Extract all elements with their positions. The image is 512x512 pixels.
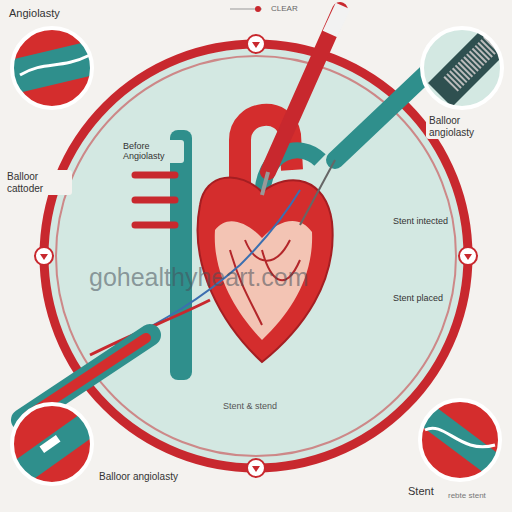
vena-cava	[170, 130, 192, 380]
top-dot	[255, 6, 261, 12]
catheter-handle	[268, 10, 340, 172]
handle-cap	[330, 6, 343, 34]
header-note: CLEAR	[268, 3, 301, 14]
inner-ring	[56, 56, 456, 456]
watermark: gohealthyheart.com	[86, 262, 312, 293]
part-label: Before Angiolasty	[120, 140, 184, 163]
main-ring	[44, 44, 468, 468]
part-label: Stent & stend	[220, 400, 280, 412]
part-label: Stent	[405, 484, 437, 499]
part-label: Stent placed	[390, 292, 446, 304]
catheter-tip	[262, 172, 268, 195]
part-label: Balloor angiolasty	[96, 470, 181, 484]
part-label: Balloor cattoder	[4, 170, 72, 195]
inset-ring	[12, 404, 92, 484]
inset-ring	[12, 28, 92, 108]
part-label: Stent intected	[390, 215, 451, 227]
inset-top-right	[420, 26, 505, 110]
balloon-wire	[300, 160, 335, 225]
inset-ring	[422, 28, 502, 108]
part-label: rebte stent	[445, 490, 489, 501]
title-label: Angiolasty	[6, 6, 63, 21]
inset-ring	[420, 400, 500, 480]
part-label: Balloor angiolasty	[426, 114, 510, 139]
inset-bottom-right	[418, 398, 502, 482]
balloon-catheter	[335, 70, 430, 160]
branch-arteries	[135, 175, 175, 225]
inset-top-left	[10, 26, 94, 110]
ring-markers	[35, 35, 477, 477]
inset-bottom-left	[10, 402, 94, 486]
